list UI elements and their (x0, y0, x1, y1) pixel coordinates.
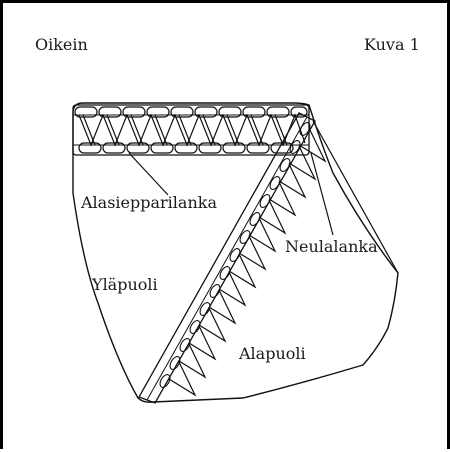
top-stitches (79, 115, 305, 145)
bobbin-thread-label: Alasiepparilanka (81, 195, 217, 211)
header-right-label: Kuva 1 (364, 37, 420, 53)
needle-thread-label: Neulalanka (285, 239, 378, 255)
stitch-diagram (3, 3, 450, 452)
upper-side-label: Yläpuoli (92, 277, 158, 293)
lower-side-label: Alapuoli (239, 346, 306, 362)
leader-bobbin-thread (129, 153, 168, 195)
header-left-label: Oikein (35, 37, 88, 53)
